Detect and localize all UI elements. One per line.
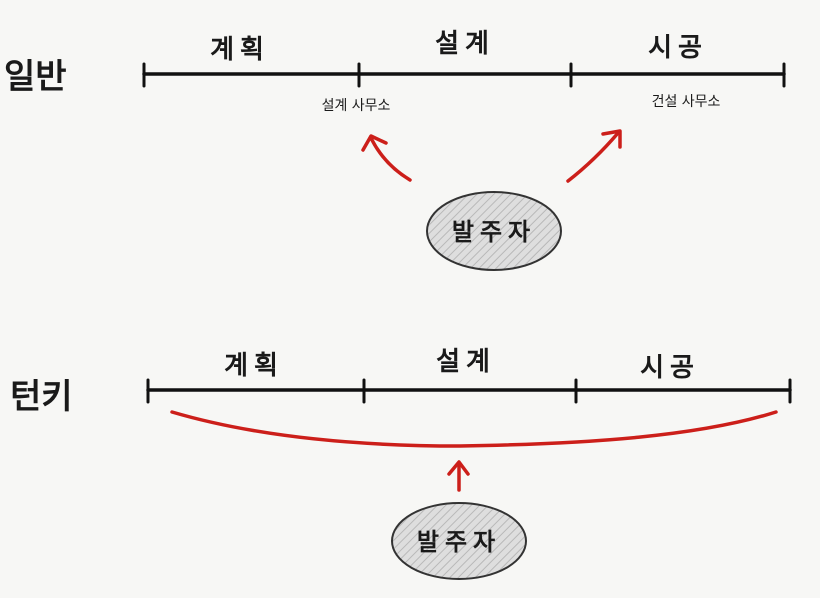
arrow-to-design-office xyxy=(370,138,412,182)
turnkey-label: 턴키 xyxy=(10,377,73,417)
turnkey-phase-construction: 시공 xyxy=(640,353,700,383)
arrow-head-bracket xyxy=(447,460,470,476)
turnkey-phase-design: 설계 xyxy=(436,347,496,377)
arrow-to-construction-office xyxy=(566,131,620,183)
turnkey-owner-label: 발주자 xyxy=(417,528,501,556)
turnkey-section: 턴키 계획 설계 시공 발주자 xyxy=(10,347,792,580)
design-office-label: 설계 사무소 xyxy=(322,98,391,114)
general-section: 일반 계획 설계 시공 설계 사무소 건설 사무소 발주자 xyxy=(4,29,786,271)
turnkey-phase-plan: 계획 xyxy=(224,351,284,381)
general-owner-label: 발주자 xyxy=(452,218,536,246)
turnkey-span-bracket xyxy=(170,410,778,448)
construction-office-label: 건설 사무소 xyxy=(652,94,721,110)
general-label: 일반 xyxy=(4,57,67,97)
arrow-head-design-office xyxy=(361,134,388,152)
general-phase-plan: 계획 xyxy=(210,35,270,65)
arrow-head-construction-office xyxy=(601,129,622,149)
general-phase-construction: 시공 xyxy=(648,33,708,63)
turnkey-owner-ellipse xyxy=(391,502,527,580)
general-owner-ellipse xyxy=(426,191,562,271)
general-phase-design: 설계 xyxy=(435,29,495,59)
